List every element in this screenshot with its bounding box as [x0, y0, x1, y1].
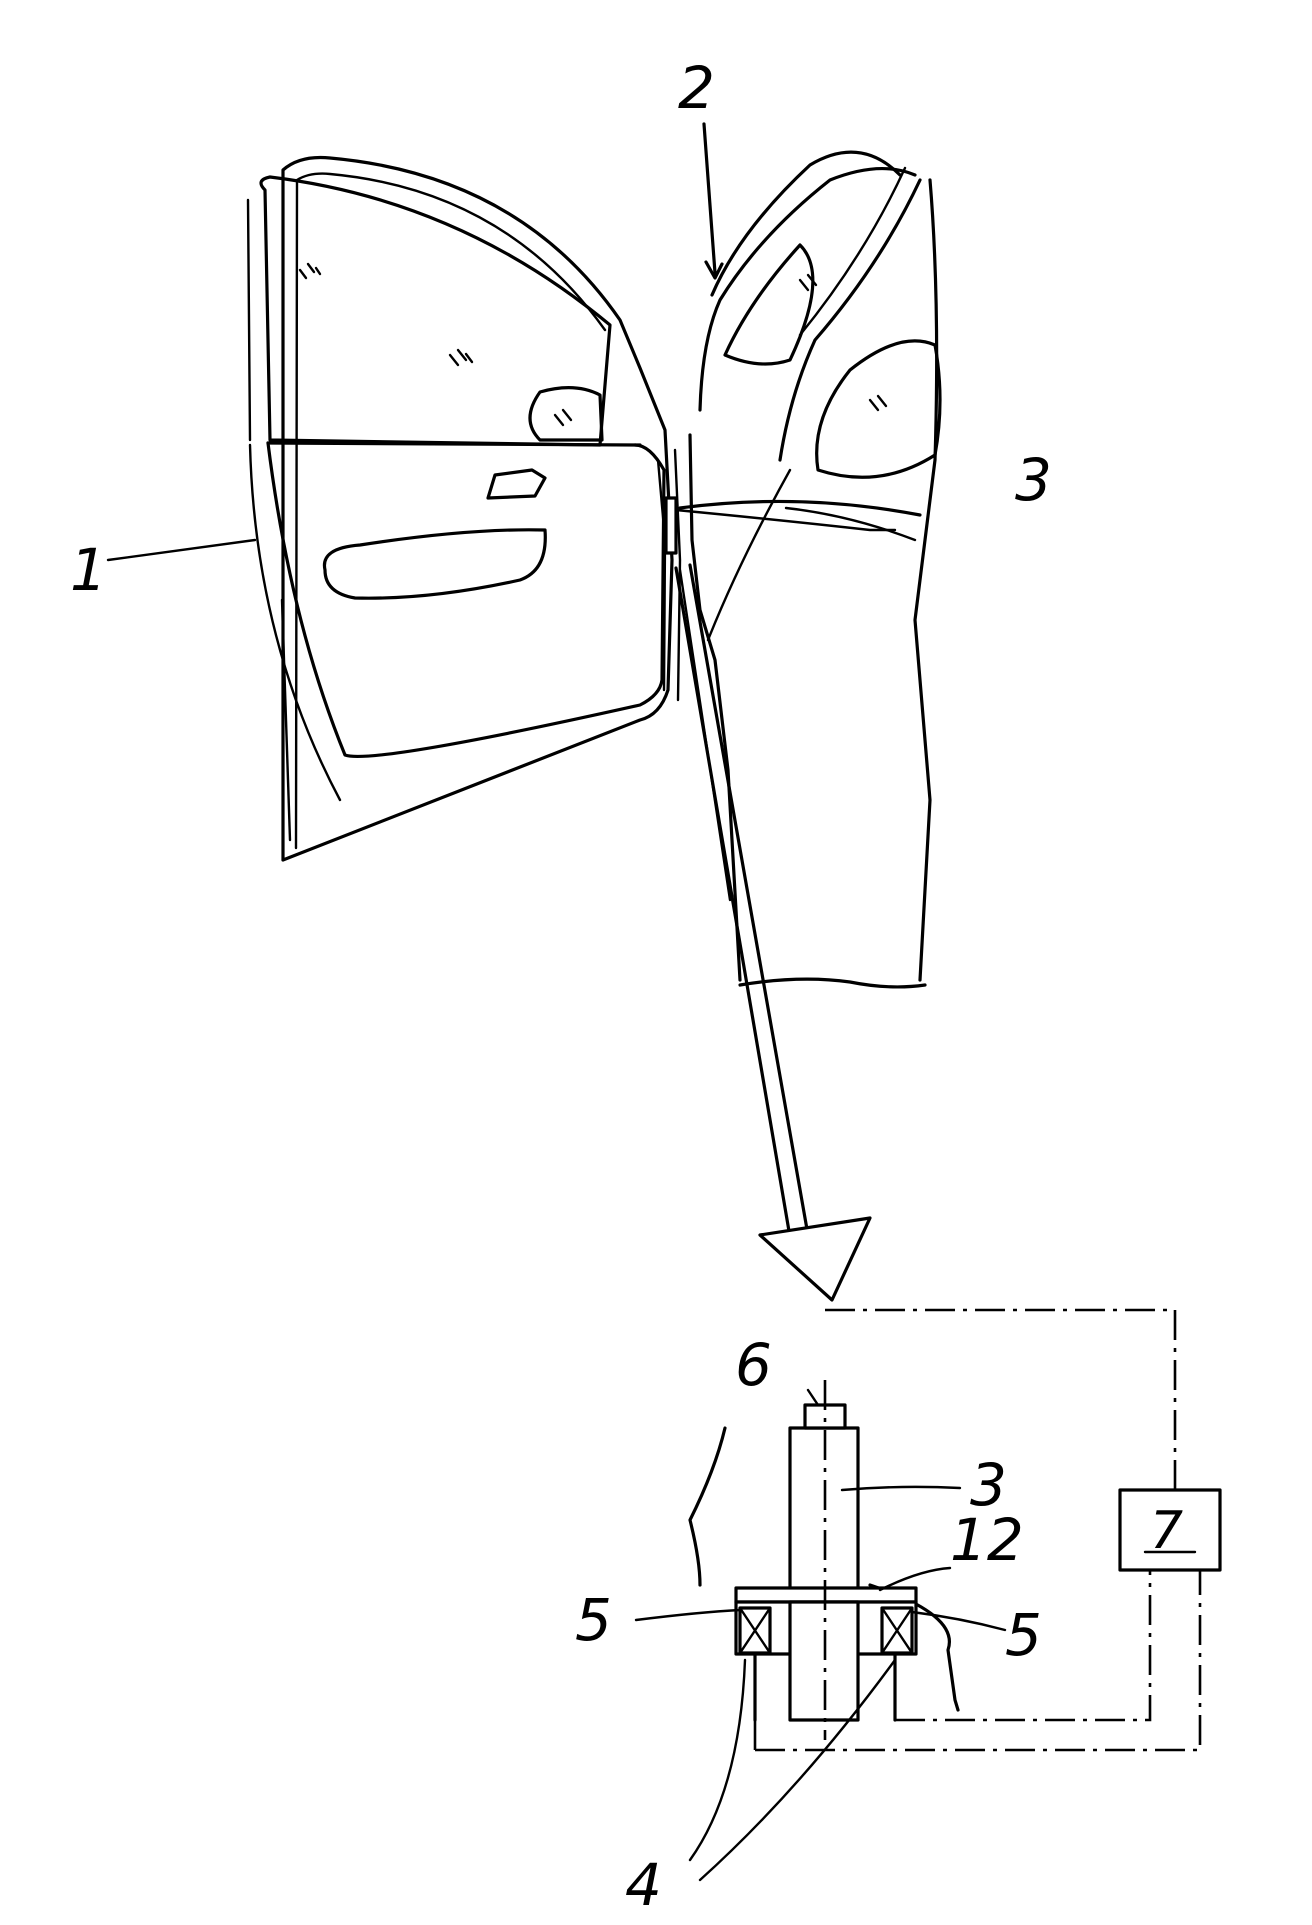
label-bearing: 4: [625, 1851, 662, 1919]
vehicle-body: [666, 152, 940, 987]
label-magnet: 6: [735, 1331, 772, 1399]
car-door: [248, 158, 680, 861]
label-seal-left: 5: [575, 1586, 612, 1654]
label-disc: 12: [950, 1506, 1024, 1574]
label-seal-right: 5: [1005, 1601, 1042, 1669]
label-door: 1: [70, 536, 107, 604]
detail-arrow: [676, 565, 870, 1300]
label-vehicle: 2: [678, 54, 715, 122]
label-sensor-top: 3: [1015, 446, 1052, 514]
